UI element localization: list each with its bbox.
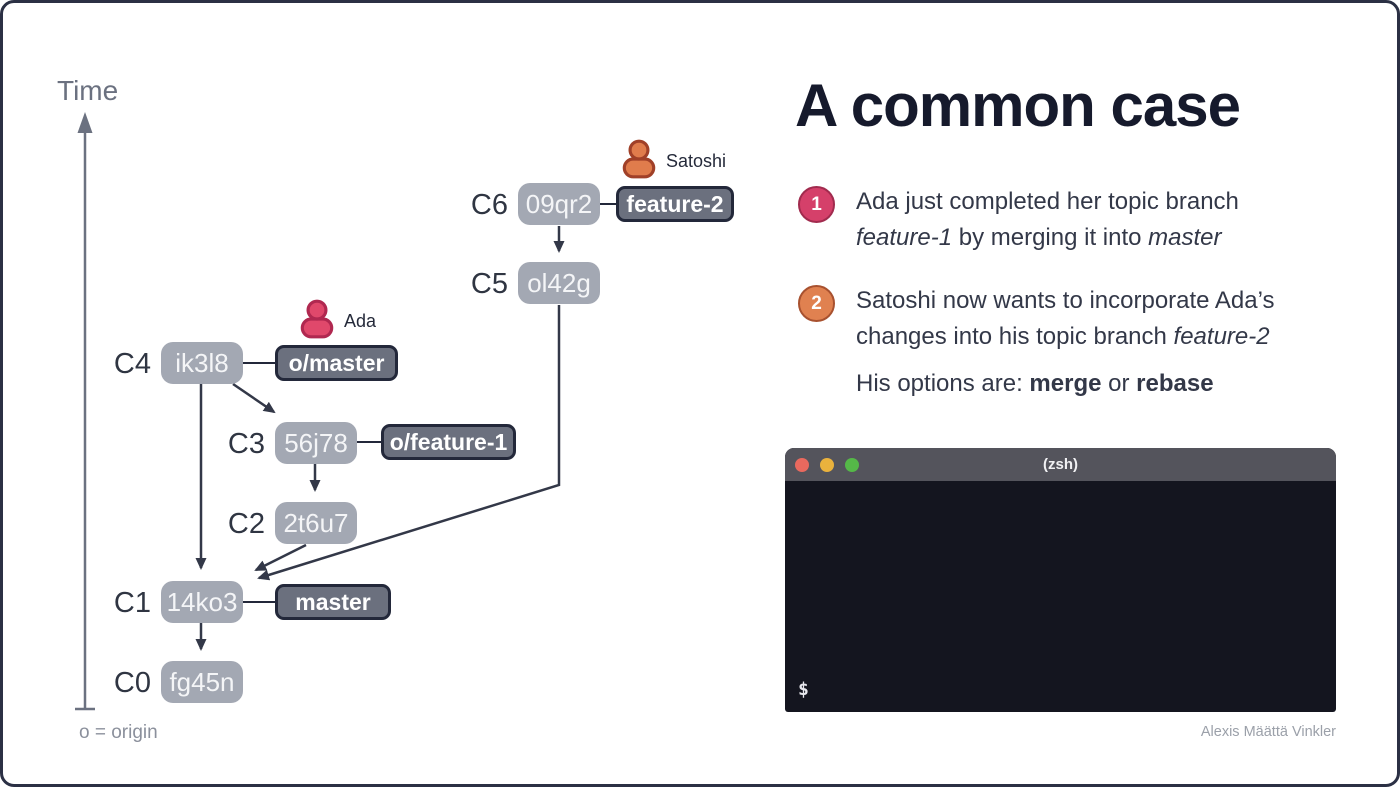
commit-label-c2: C2 bbox=[227, 508, 265, 540]
ada-avatar-icon bbox=[300, 299, 334, 339]
terminal-titlebar: (zsh) bbox=[785, 448, 1336, 481]
time-axis-label: Time bbox=[57, 75, 119, 106]
commit-label-c6: C6 bbox=[470, 189, 508, 221]
options-prefix: His options are: bbox=[856, 370, 1030, 397]
commit-label-c1: C1 bbox=[113, 587, 151, 619]
commit-label-c3: C3 bbox=[227, 428, 265, 460]
terminal-prompt: $ bbox=[798, 679, 809, 700]
item-1-line-1: Ada just completed her topic branch bbox=[856, 188, 1239, 215]
time-axis bbox=[75, 132, 95, 711]
edge-c2-c1 bbox=[254, 543, 307, 572]
item-2-text: Satoshi now wants to incorporate Ada’s c… bbox=[856, 283, 1306, 355]
commit-label-c0: C0 bbox=[113, 667, 151, 699]
commit-node-c4: ik3l8 bbox=[161, 342, 243, 384]
terminal-title: (zsh) bbox=[1043, 456, 1078, 473]
item-1-text: Ada just completed her topic branch feat… bbox=[856, 184, 1306, 256]
item-2-line-2-pre: changes into his topic branch bbox=[856, 323, 1174, 350]
item-2-feature-2: feature-2 bbox=[1173, 323, 1270, 350]
item-1-master: master bbox=[1148, 224, 1222, 251]
minimize-button bbox=[820, 457, 834, 472]
satoshi-avatar-name: Satoshi bbox=[666, 151, 727, 171]
close-button bbox=[795, 457, 809, 472]
item-1-line-2: feature-1 by merging it into master bbox=[856, 220, 1306, 256]
origin-note: o = origin bbox=[79, 722, 158, 743]
commit-node-c0: fg45n bbox=[161, 661, 243, 703]
page-title: A common case bbox=[795, 72, 1241, 139]
commit-node-c3: 56j78 bbox=[275, 422, 357, 464]
commit-node-c6: 09qr2 bbox=[518, 183, 600, 225]
ada-avatar-name: Ada bbox=[344, 311, 377, 331]
terminal-window: (zsh) $ bbox=[785, 448, 1336, 712]
item-2-number-badge: 2 bbox=[798, 285, 835, 322]
edge-c4-c3 bbox=[232, 382, 276, 414]
satoshi-avatar-icon bbox=[622, 139, 656, 179]
options-or: or bbox=[1101, 370, 1137, 397]
item-1-feature-1: feature-1 bbox=[856, 224, 953, 251]
zoom-button bbox=[845, 457, 859, 472]
commit-node-c2: 2t6u7 bbox=[275, 502, 357, 544]
branch-tag-o-master: o/master bbox=[275, 345, 398, 381]
commit-node-c5: ol42g bbox=[518, 262, 600, 304]
item-2-line-1: Satoshi now wants to incorporate Ada’s bbox=[856, 287, 1275, 314]
options-line: His options are: merge or rebase bbox=[856, 370, 1214, 398]
commit-node-c1: 14ko3 bbox=[161, 581, 243, 623]
option-merge: merge bbox=[1029, 370, 1102, 397]
item-2-line-2: changes into his topic branch feature-2 bbox=[856, 319, 1306, 355]
commit-label-c4: C4 bbox=[113, 348, 151, 380]
branch-tag-feature-2: feature-2 bbox=[616, 186, 734, 222]
credit-text: Alexis Määttä Vinkler bbox=[1200, 724, 1336, 740]
item-1-line-2-mid: by merging it into bbox=[952, 224, 1149, 251]
branch-tag-o-feature-1: o/feature-1 bbox=[381, 424, 516, 460]
option-rebase: rebase bbox=[1136, 370, 1214, 397]
commit-label-c5: C5 bbox=[470, 268, 508, 300]
item-1-number-badge: 1 bbox=[798, 186, 835, 223]
branch-tag-master: master bbox=[275, 584, 391, 620]
time-axis-arrowhead bbox=[77, 112, 93, 133]
